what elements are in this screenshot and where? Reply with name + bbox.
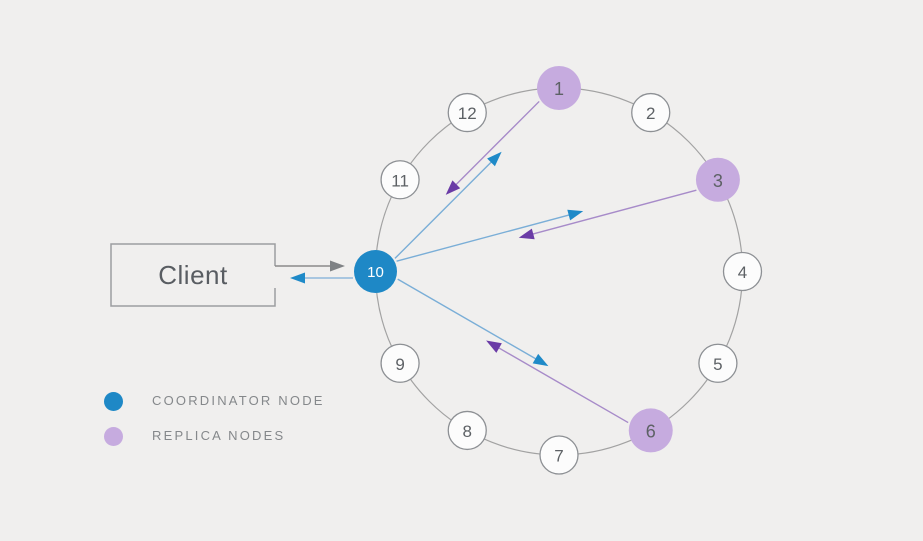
ring-node-1 <box>537 66 581 110</box>
legend: COORDINATOR NODE REPLICA NODES <box>104 391 325 461</box>
response-line-from-1 <box>454 100 540 187</box>
ring-node-10 <box>354 250 397 293</box>
response-line-from-6 <box>497 346 629 424</box>
request-arrowhead-to-6 <box>532 353 549 367</box>
ring-node-7-label: 7 <box>554 447 563 466</box>
legend-coordinator-label: COORDINATOR NODE <box>152 393 325 408</box>
request-arrowhead-to-3 <box>567 209 584 221</box>
ring-node-11-label: 11 <box>391 171 409 190</box>
ring-node-12-label: 12 <box>458 104 477 123</box>
ring-node-3-label: 3 <box>713 171 723 191</box>
response-arrowhead-from-1 <box>445 180 461 195</box>
client-box <box>110 243 276 307</box>
ring-node-4 <box>722 251 763 292</box>
ring-node-5-label: 5 <box>713 355 722 374</box>
legend-row-coordinator: COORDINATOR NODE <box>104 391 325 411</box>
client-box-label: Client <box>158 259 228 290</box>
ring-node-5 <box>698 343 738 383</box>
ring-node-10-label: 10 <box>367 264 384 281</box>
ring-node-6 <box>628 408 673 453</box>
coordinator-node-icon <box>104 391 123 411</box>
legend-row-replica: REPLICA NODES <box>104 426 325 446</box>
request-line-to-1 <box>394 160 493 259</box>
legend-replica-label: REPLICA NODES <box>152 428 286 443</box>
ring-node-12 <box>447 92 487 133</box>
ring-node-8-label: 8 <box>463 422 472 441</box>
ring-node-7 <box>539 435 579 475</box>
ring-circle <box>374 87 744 456</box>
ring-node-8 <box>447 410 487 451</box>
ring-node-2-label: 2 <box>646 104 655 123</box>
response-line-from-3 <box>531 189 697 236</box>
ring-node-6-label: 6 <box>646 421 656 441</box>
response-arrowhead-from-6 <box>486 340 502 353</box>
ring-node-1-label: 1 <box>554 79 564 99</box>
response-arrowhead-from-3 <box>518 228 535 240</box>
gray-arrow-right-icon <box>330 260 345 272</box>
ring-node-11 <box>380 160 420 200</box>
blue-arrow-left-icon <box>290 272 305 284</box>
request-arrowhead-to-1 <box>487 151 502 167</box>
request-line-to-6 <box>397 278 538 361</box>
ring-node-9 <box>380 343 420 383</box>
ring-node-2 <box>631 92 671 133</box>
request-line-to-3 <box>396 213 571 262</box>
ring-node-3 <box>695 157 740 202</box>
replica-node-icon <box>104 426 123 446</box>
ring-node-4-label: 4 <box>738 263 747 282</box>
ring-node-9-label: 9 <box>395 355 404 374</box>
